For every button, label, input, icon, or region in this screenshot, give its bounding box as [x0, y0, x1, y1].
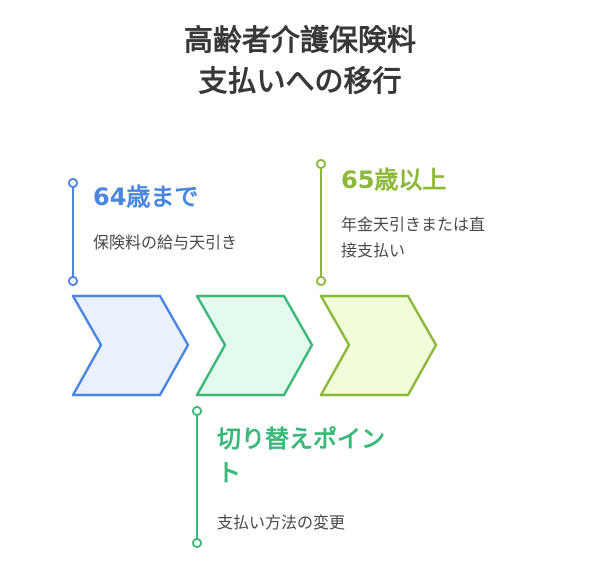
- stage-1-chevron: [71, 294, 190, 397]
- stage-2-connector-top-dot: [192, 406, 202, 416]
- stage-2-description: 支払い方法の変更: [217, 513, 346, 532]
- title-line-1: 高齢者介護保険料: [183, 23, 416, 57]
- title-line-2: 支払いへの移行: [198, 64, 402, 98]
- stage-1-description: 保険料の給与天引き: [93, 233, 238, 252]
- stage-2-connector-bottom-dot: [192, 538, 202, 548]
- stage-3-connector-bottom-dot: [316, 276, 326, 286]
- stage-3-description-line-2: 接支払い: [341, 241, 406, 260]
- stage-3-label: 65歳以上: [341, 166, 447, 194]
- stage-3-description-line-1: 年金天引きまたは直: [341, 215, 486, 234]
- stage-1-label: 64歳まで: [93, 183, 199, 211]
- stage-2-chevron: [195, 294, 314, 397]
- stage-3-connector-top-dot: [316, 159, 326, 169]
- stage-3-chevron: [319, 294, 438, 397]
- stage-1-connector-top-dot: [68, 178, 78, 188]
- stage-2-label-line-2: ト: [217, 459, 241, 487]
- stage-2-label-line-1: 切り替えポイン: [217, 425, 385, 453]
- stage-1-connector-bottom-dot: [68, 276, 78, 286]
- diagram-title: 高齢者介護保険料 支払いへの移行: [0, 20, 600, 102]
